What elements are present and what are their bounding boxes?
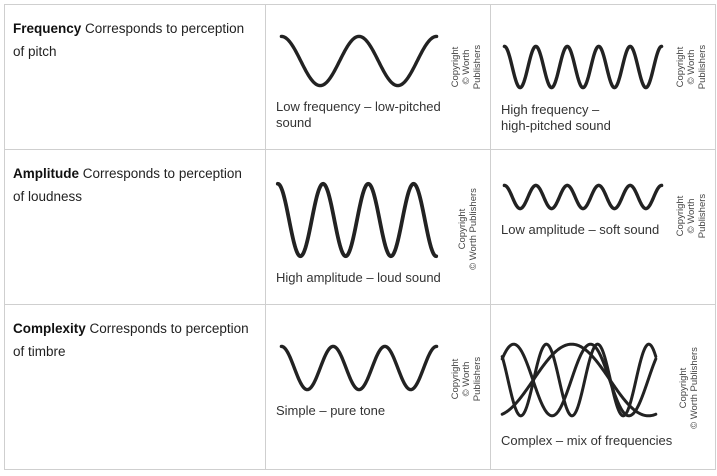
low-amplitude-wave: [502, 183, 664, 211]
low-amplitude-cell: Low amplitude – soft sound Copyright © W…: [490, 149, 716, 305]
credit-line: Copyright: [457, 208, 468, 250]
frequency-label: Frequency Corresponds to perception of p…: [13, 17, 255, 63]
complex-component-wave: [500, 342, 658, 418]
amplitude-label: Amplitude Corresponds to perception of l…: [13, 162, 255, 208]
low-amplitude-wave-path: [502, 183, 664, 211]
low-amplitude-caption: Low amplitude – soft sound: [501, 222, 659, 238]
credit-line: Publishers: [472, 44, 483, 90]
credit-line: © Worth: [461, 361, 472, 397]
complex-tone-caption-line-1: Complex – mix of frequencies: [501, 433, 673, 448]
complex-component-wave: [500, 342, 658, 418]
credit-amp-low: Copyright © Worth Publishers: [675, 176, 711, 256]
credit-line: © Worth Publishers: [468, 188, 479, 270]
credit-line: Copyright: [450, 46, 461, 88]
complex-tone-wave: [500, 342, 658, 418]
credit-complex: Copyright © Worth Publishers: [678, 340, 704, 436]
simple-tone-wave-path: [279, 344, 439, 392]
complexity-label-cell: Complexity Corresponds to perception of …: [4, 304, 266, 470]
low-frequency-cell: Low frequency – low-pitched sound Copyri…: [265, 4, 491, 150]
amplitude-title: Amplitude: [13, 166, 79, 181]
credit-amp-high: Copyright © Worth Publishers: [457, 181, 483, 277]
credit-line: Publishers: [697, 193, 708, 239]
credit-line: Copyright: [675, 195, 686, 237]
high-amplitude-cell: High amplitude – loud sound Copyright © …: [265, 149, 491, 305]
amplitude-description: Corresponds to perception of loudness: [13, 166, 242, 204]
credit-freq-low: Copyright © Worth Publishers: [450, 27, 486, 107]
credit-line: Copyright: [675, 46, 686, 88]
credit-line: © Worth: [686, 198, 697, 234]
simple-tone-caption: Simple – pure tone: [276, 403, 385, 419]
simple-tone-cell: Simple – pure tone Copyright © Worth Pub…: [265, 304, 491, 470]
low-frequency-wave: [279, 34, 439, 88]
complexity-title: Complexity: [13, 321, 86, 336]
credit-simple: Copyright © Worth Publishers: [450, 339, 486, 419]
credit-line: Publishers: [472, 356, 483, 402]
high-amplitude-wave: [275, 181, 439, 259]
high-frequency-caption-line-2: high-pitched sound: [501, 118, 611, 133]
credit-line: © Worth: [686, 49, 697, 85]
sound-properties-table: Frequency Corresponds to perception of p…: [4, 4, 716, 470]
low-amplitude-caption-line-1: Low amplitude – soft sound: [501, 222, 660, 237]
complex-tone-caption: Complex – mix of frequencies: [501, 433, 672, 449]
complexity-label: Complexity Corresponds to perception of …: [13, 317, 255, 363]
amplitude-label-cell: Amplitude Corresponds to perception of l…: [4, 149, 266, 305]
frequency-label-cell: Frequency Corresponds to perception of p…: [4, 4, 266, 150]
complexity-description: Corresponds to perception of timbre: [13, 321, 249, 359]
low-frequency-caption-line-1: Low frequency – low-pitched: [276, 99, 441, 114]
credit-line: © Worth Publishers: [689, 347, 700, 429]
credit-line: Copyright: [678, 367, 689, 409]
low-frequency-caption: Low frequency – low-pitched sound: [276, 99, 441, 131]
credit-line: Publishers: [697, 44, 708, 90]
frequency-title: Frequency: [13, 21, 82, 36]
high-amplitude-wave-path: [275, 181, 439, 259]
complex-tone-cell: Complex – mix of frequencies Copyright ©…: [490, 304, 716, 470]
credit-line: Copyright: [450, 358, 461, 400]
high-frequency-cell: High frequency – high-pitched sound Copy…: [490, 4, 716, 150]
high-frequency-caption-line-1: High frequency –: [501, 102, 600, 117]
high-amplitude-caption-line-1: High amplitude – loud sound: [276, 270, 441, 285]
high-frequency-wave: [502, 44, 664, 90]
low-frequency-wave-path: [279, 34, 439, 88]
high-frequency-caption: High frequency – high-pitched sound: [501, 102, 611, 134]
high-frequency-wave-path: [502, 44, 664, 90]
simple-tone-caption-line-1: Simple – pure tone: [276, 403, 386, 418]
frequency-description: Corresponds to perception of pitch: [13, 21, 245, 59]
low-frequency-caption-line-2: sound: [276, 115, 312, 130]
simple-tone-wave: [279, 344, 439, 392]
high-amplitude-caption: High amplitude – loud sound: [276, 270, 441, 286]
credit-freq-high: Copyright © Worth Publishers: [675, 27, 711, 107]
credit-line: © Worth: [461, 49, 472, 85]
